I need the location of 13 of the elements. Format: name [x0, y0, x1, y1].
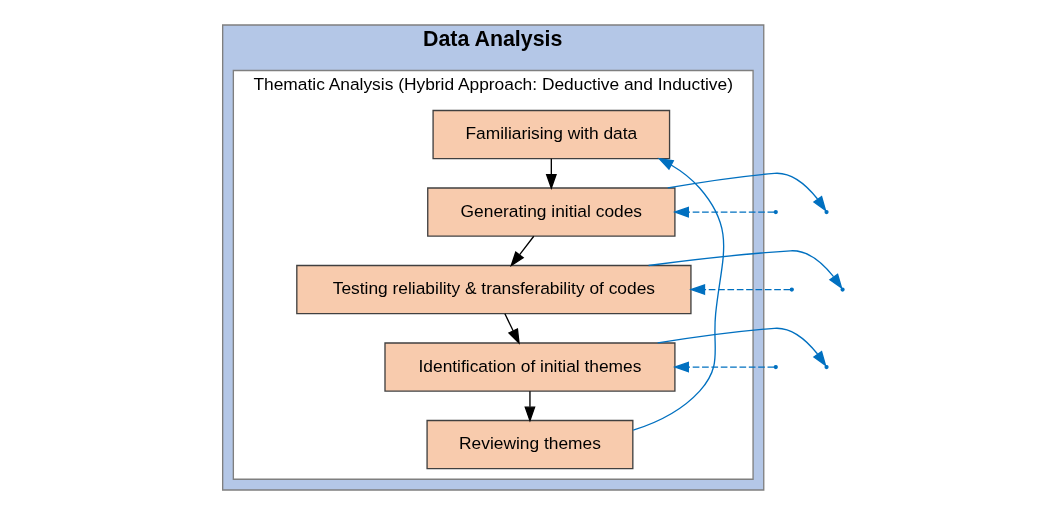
node-box: Generating initial codes — [427, 186, 676, 237]
arrow — [689, 283, 791, 295]
arrow — [524, 390, 536, 422]
arrow — [632, 157, 725, 431]
node-box: Familiarising with data — [432, 109, 671, 159]
arrow — [510, 235, 535, 267]
arrow — [647, 249, 843, 289]
arrow — [504, 312, 520, 345]
node-box: Identification of initial themes — [384, 341, 676, 392]
node-box: Testing reliability & transferability of codes — [296, 264, 692, 314]
node-box: Reviewing themes — [426, 419, 634, 469]
arrow — [672, 360, 775, 373]
arrow — [672, 205, 775, 218]
